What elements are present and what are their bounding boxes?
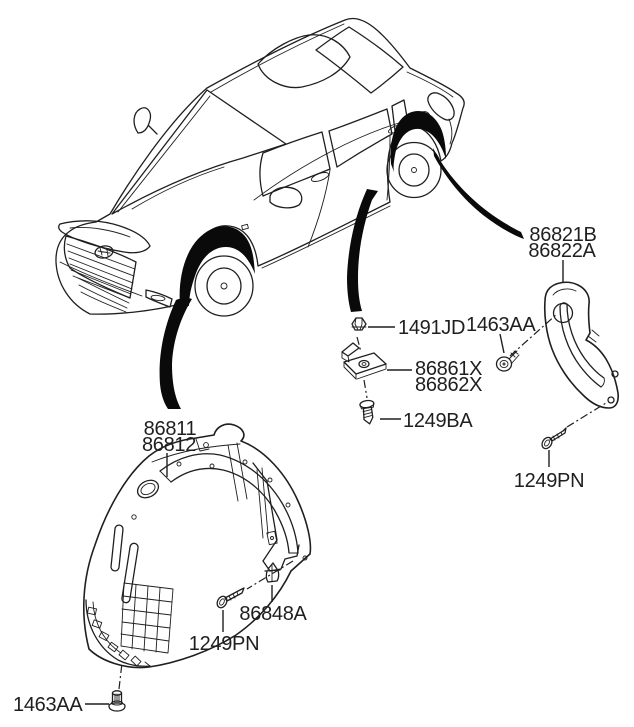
rear-bumper-seam <box>448 118 453 145</box>
rocker-line <box>261 205 391 269</box>
front-wheel-arch-highlight <box>179 226 255 306</box>
part-label-1463aa-upper[interactable]: 1463AA <box>466 314 537 336</box>
front-wheel <box>194 255 254 317</box>
part-label-86821b[interactable]: 86821B <box>529 224 596 246</box>
door-handle <box>311 172 329 182</box>
part-label-1491jd[interactable]: 1491JD <box>398 317 465 339</box>
far-side-mirror <box>133 107 158 135</box>
arrow-rocker-to-bracket <box>347 189 378 312</box>
part-label-1249pn-front[interactable]: 1249PN <box>189 633 260 655</box>
side-mirror <box>269 186 303 209</box>
liner-grid-texture <box>120 582 174 654</box>
sunroof <box>257 34 351 89</box>
screw-1249pn-front-icon <box>216 587 245 609</box>
part-label-86861x[interactable]: 86861X <box>415 358 482 380</box>
front-wheel-guard-drawing <box>82 423 312 669</box>
vehicle-illustration <box>55 17 465 317</box>
fender-sensor <box>241 223 249 231</box>
part-label-1249ba[interactable]: 1249BA <box>403 410 474 432</box>
front-door-cut <box>307 169 331 248</box>
part-label-86822a[interactable]: 86822A <box>528 240 596 262</box>
lower-intake <box>77 277 130 313</box>
arrow-front-wheel-to-part <box>159 297 192 409</box>
clip-1463aa-lower-icon <box>108 690 126 712</box>
assembly-lines <box>118 313 607 690</box>
side-bracket-icon <box>341 342 387 380</box>
windshield <box>111 89 287 215</box>
trunk-seam <box>406 71 454 98</box>
part-label-86862x[interactable]: 86862X <box>415 374 482 396</box>
arrow-rear-wheel-to-part <box>433 148 524 239</box>
rear-window <box>315 26 404 94</box>
clip-1491jd-icon <box>351 317 367 331</box>
headlight <box>58 220 151 254</box>
rear-wheel <box>386 141 442 199</box>
front-grille <box>63 235 137 299</box>
guard-hole <box>552 302 574 324</box>
part-label-86812[interactable]: 86812 <box>142 434 197 456</box>
wiper-line <box>131 166 225 210</box>
screw-1463aa-upper-icon <box>495 350 520 372</box>
roof-rail-line <box>210 23 345 93</box>
rear-door-cut <box>386 135 391 201</box>
clip-86848a-icon <box>264 562 281 583</box>
leader-lines <box>85 260 564 705</box>
screw-1249pn-rear-icon <box>541 427 567 450</box>
fog-lamp <box>145 289 173 308</box>
screw-1249ba-icon <box>359 399 375 425</box>
taillight <box>427 92 455 121</box>
brand-badge <box>94 245 114 259</box>
rear-wheel-guard-drawing <box>543 281 619 409</box>
part-label-1249pn-rear[interactable]: 1249PN <box>514 470 585 492</box>
part-label-86848a[interactable]: 86848A <box>239 603 307 625</box>
rear-wheel-arch-highlight <box>390 111 446 172</box>
part-label-1463aa-lower[interactable]: 1463AA <box>13 694 84 716</box>
part-label-86811[interactable]: 86811 <box>144 418 197 440</box>
side-windows <box>253 99 411 201</box>
bumper-seam <box>59 261 143 297</box>
